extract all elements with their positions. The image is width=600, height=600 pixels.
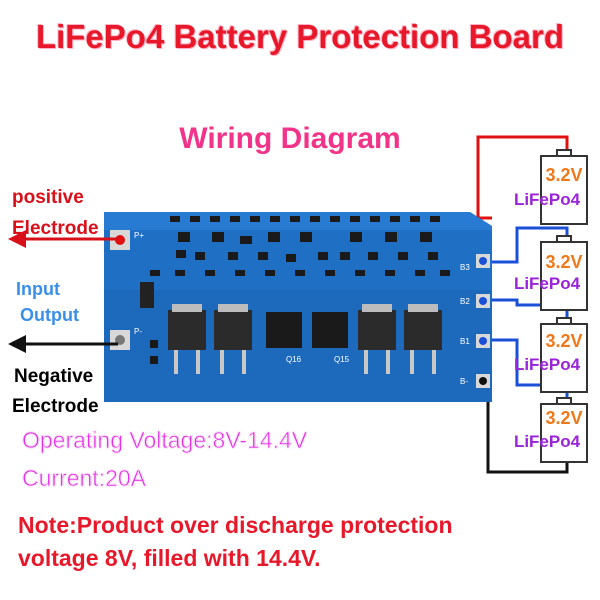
positive-electrode-label: Electrode <box>12 218 99 239</box>
silk-q15: Q15 <box>334 355 350 364</box>
cell-3-voltage: 3.2V <box>545 331 583 351</box>
cell-4-chemistry: LiFePo4 <box>513 432 581 451</box>
silk-q16: Q16 <box>286 355 302 364</box>
operating-voltage-spec: Operating Voltage:8V-14.4V <box>22 427 308 454</box>
component-rows <box>140 216 450 364</box>
cell-1-chemistry: LiFePo4 <box>513 190 581 209</box>
battery-cell-1 <box>540 149 588 225</box>
diagram-subtitle: Wiring Diagram <box>179 122 401 155</box>
silk-p-minus: P- <box>134 327 142 336</box>
page-title: LiFePo4 Battery Protection Board <box>35 18 565 55</box>
positive-label: positive <box>12 187 84 208</box>
negative-electrode-label: Electrode <box>12 396 99 417</box>
silk-p-plus: P+ <box>134 231 144 240</box>
silk-b-minus: B- <box>460 377 468 386</box>
mosfets <box>168 304 442 374</box>
battery-cell-2 <box>540 235 588 311</box>
cell-4-voltage: 3.2V <box>545 408 583 428</box>
positive-wire <box>476 135 569 220</box>
note-line-1: Note:Product over discharge protection <box>18 512 453 538</box>
silk-b3: B3 <box>460 263 470 272</box>
note-line-2: voltage 8V, filled with 14.4V. <box>18 545 321 571</box>
battery-cell-4 <box>540 397 588 463</box>
negative-arrow <box>8 335 118 353</box>
negative-wire <box>486 380 569 474</box>
negative-label: Negative <box>14 366 94 387</box>
cell-3-chemistry: LiFePo4 <box>513 355 581 374</box>
cell-1-voltage: 3.2V <box>545 165 583 185</box>
balance-wire-b3 <box>486 226 569 264</box>
positive-arrow <box>8 230 118 248</box>
cell-2-voltage: 3.2V <box>545 252 583 272</box>
input-label: Input <box>16 279 60 299</box>
output-label: Output <box>20 305 79 325</box>
silk-b1: B1 <box>460 337 470 346</box>
silk-b2: B2 <box>460 297 470 306</box>
pcb-board: P+ P- B3 B2 B1 B- Q16 Q15 <box>104 212 492 402</box>
solder-pads <box>110 230 490 388</box>
cell-2-chemistry: LiFePo4 <box>513 274 581 293</box>
current-spec: Current:20A <box>22 465 147 492</box>
battery-cell-3 <box>540 317 588 393</box>
